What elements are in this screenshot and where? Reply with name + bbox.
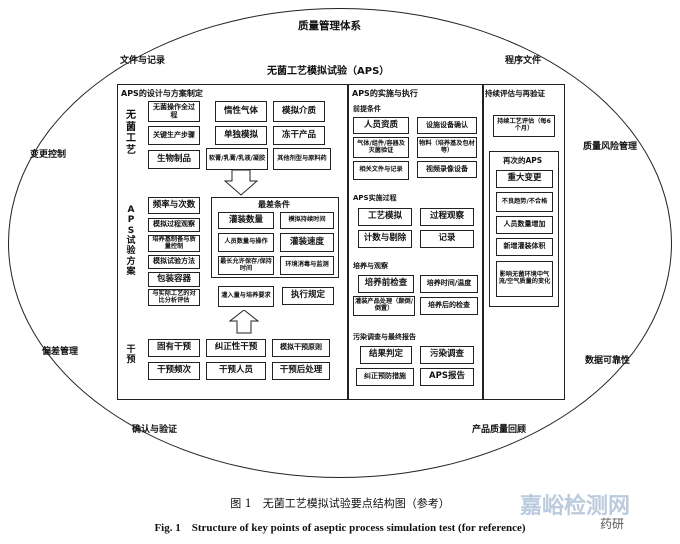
post-culture-check-box: 培养后的检查	[420, 297, 478, 315]
watermark-sub-text: 药研	[600, 517, 625, 531]
ointment-box: 软膏/乳膏/乳液/凝胶	[206, 148, 268, 170]
facility-confirmation-box: 设施设备确认	[417, 117, 477, 134]
record-box: 记录	[420, 230, 474, 248]
personnel-count-box: 人员数量与操作	[218, 233, 274, 252]
exec-rules-box: 执行规定	[282, 287, 334, 305]
intervention-vertical-label: 干预	[126, 345, 136, 366]
max-hold-time-box: 最长允许保存/保持时间	[218, 256, 274, 275]
implementation-title: APS的实施与执行	[352, 89, 418, 98]
fill-speed-box: 灌装速度	[280, 233, 334, 252]
separate-simulation-box: 单独模拟	[215, 126, 267, 145]
contamination-section-label: 污染调查与最终报告	[353, 333, 416, 341]
env-monitoring-box: 环境消毒与监测	[280, 256, 334, 275]
quality-system-ellipse	[8, 8, 672, 478]
process-simulation-box: 工艺模拟	[358, 208, 412, 226]
aseptic-full-process-box: 无菌操作全过程	[148, 101, 200, 122]
key-steps-box: 关键生产步骤	[148, 126, 200, 145]
simulation-method-box: 模拟试验方法	[148, 255, 200, 269]
aps-plan-vertical-label: APS试验方案	[126, 205, 136, 278]
arrow-down-icon	[224, 170, 258, 196]
data-integrity-label: 数据可靠性	[585, 356, 631, 366]
fill-quantity-box: 灌装数量	[218, 212, 274, 229]
major-change-box: 重大变更	[496, 170, 553, 188]
aps-report-box: APS报告	[420, 368, 474, 386]
arrow-up-icon	[229, 310, 259, 334]
airflow-change-box: 影响无菌环境中气流/空气质量的变化	[496, 261, 553, 297]
aps-main-title: 无菌工艺模拟试验（APS）	[267, 66, 390, 77]
new-fill-volume-box: 新增灌装体积	[496, 238, 553, 256]
filled-product-handling-box: 灌装产品处理（颠倒/倒置）	[353, 296, 415, 316]
design-title: APS的设计与方案制定	[121, 89, 203, 98]
fill-volume-box: 灌入量与培养要求	[218, 286, 274, 307]
video-equipment-box: 视频录像设备	[417, 161, 477, 178]
count-reject-box: 计数与剔除	[358, 230, 412, 248]
quality-system-label: 质量管理体系	[298, 20, 361, 32]
personnel-increase-box: 人员数量增加	[496, 216, 553, 234]
inert-gas-box: 惰性气体	[215, 101, 267, 122]
sim-duration-box: 模拟持续时间	[280, 212, 334, 229]
adverse-trend-box: 不良趋势/不合格	[496, 192, 553, 212]
caption-chinese: 图 1 无菌工艺模拟试验要点结构图（参考）	[230, 497, 450, 510]
re-aps-title: 再次的APS	[503, 156, 543, 165]
process-section-label: APS实施过程	[353, 194, 397, 202]
aseptic-process-vertical-label: 无菌工艺	[126, 110, 136, 156]
materials-box: 物料（培养基及包材等）	[417, 137, 477, 158]
prerequisites-label: 前提条件	[353, 105, 381, 113]
deviation-label: 偏差管理	[42, 347, 79, 357]
evaluation-title: 持续评估与再验证	[485, 89, 545, 98]
procedure-docs-label: 程序文件	[505, 56, 542, 66]
contamination-investigation-box: 污染调查	[420, 346, 474, 364]
comparison-analysis-box: 与实际工艺的对比分析评估	[148, 289, 200, 306]
frequency-box: 频率与次数	[148, 197, 200, 214]
culture-time-temp-box: 培养时间/温度	[420, 275, 478, 293]
process-observation-box: 模拟过程观察	[148, 218, 200, 232]
biologics-box: 生物制品	[148, 150, 200, 169]
packaging-container-box: 包装容器	[148, 272, 200, 287]
other-dosage-box: 其他剂型与原料药	[273, 148, 331, 170]
documents-records-label: 文件与记录	[120, 56, 166, 66]
medium-prep-box: 培养基制备与质量控制	[148, 235, 200, 252]
process-observe-box: 过程观察	[420, 208, 474, 226]
intervention-personnel-box: 干预人员	[206, 362, 266, 380]
worst-condition-title: 最差条件	[258, 200, 290, 209]
culture-section-label: 培养与观察	[353, 262, 388, 270]
change-control-label: 变更控制	[30, 150, 67, 160]
watermark-text: 嘉峪检测网	[520, 494, 631, 519]
inherent-intervention-box: 固有干预	[148, 339, 200, 357]
pre-culture-check-box: 培养前检查	[358, 275, 414, 293]
corrective-intervention-box: 纠正性干预	[206, 339, 266, 357]
simulation-medium-box: 模拟介质	[273, 101, 325, 122]
related-docs-box: 相关文件与记录	[353, 161, 409, 180]
qualification-validation-label: 确认与验证	[132, 425, 178, 435]
personnel-qualification-box: 人员资质	[353, 117, 409, 134]
intervention-frequency-box: 干预频次	[148, 362, 200, 380]
lyophilized-product-box: 冻干产品	[273, 126, 325, 145]
result-judgment-box: 结果判定	[360, 346, 412, 364]
caption-english: Fig. 1 Structure of key points of asepti…	[154, 522, 526, 534]
post-intervention-box: 干预后处理	[272, 362, 330, 380]
gas-component-sterilization-box: 气体/组件/容器及灭菌验证	[353, 137, 409, 158]
continuous-evaluation-box: 持续工艺评估（每6个月）	[493, 115, 555, 137]
quality-risk-label: 质量风险管理	[583, 142, 638, 152]
product-quality-review-label: 产品质量回顾	[472, 425, 527, 435]
capa-box: 纠正预防措施	[356, 368, 414, 386]
intervention-principle-box: 模拟干预原则	[272, 339, 330, 357]
